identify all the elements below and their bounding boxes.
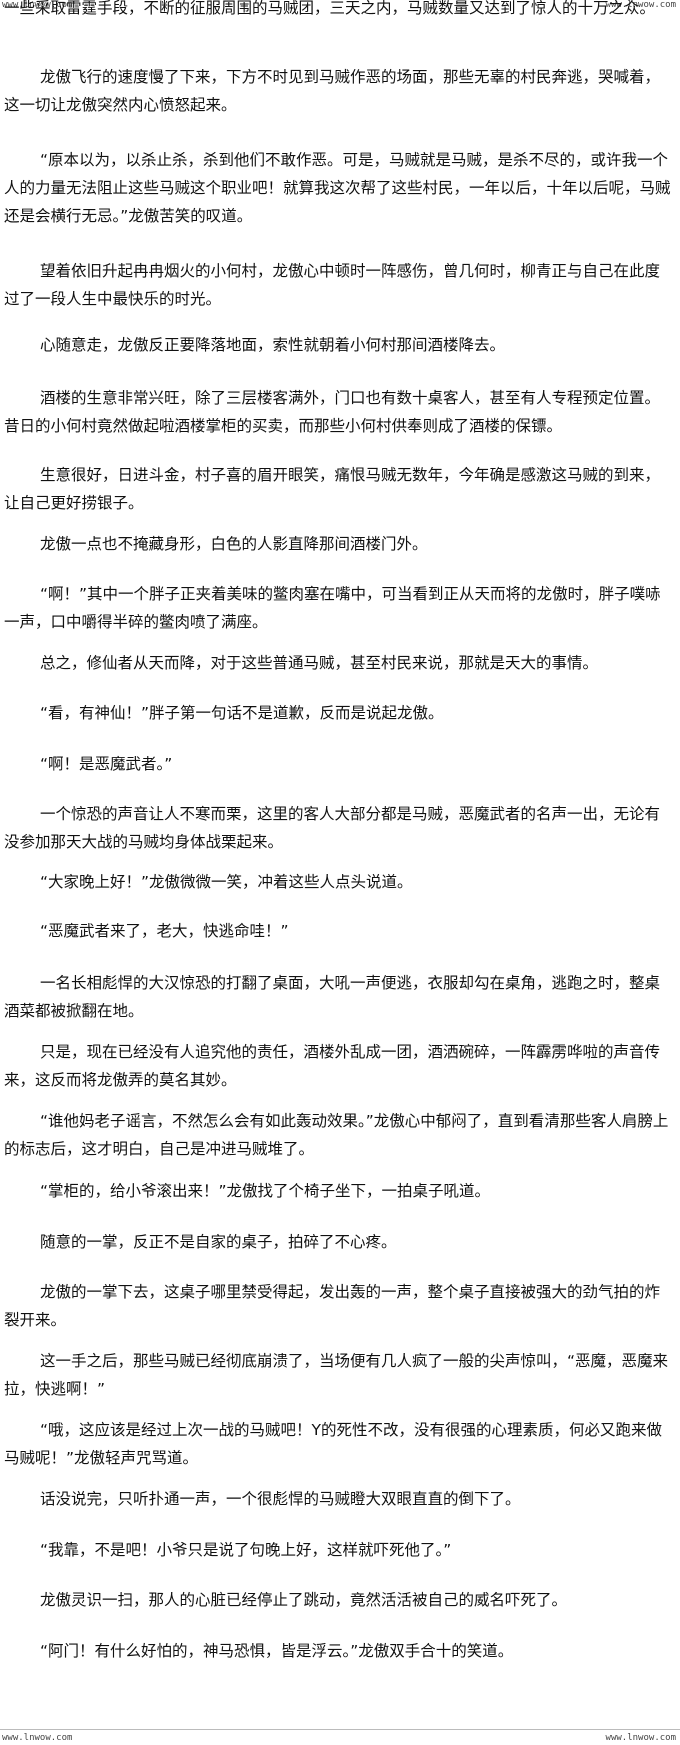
paragraph: 龙傲的一掌下去，这桌子哪里禁受得起，发出轰的一声，整个桌子直接被强大的劲气拍的炸… xyxy=(4,1283,661,1329)
paragraph: 总之，修仙者从天而降，对于这些普通马贼，甚至村民来说，那就是天大的事情。 xyxy=(40,654,599,672)
paragraph: 这一手之后，那些马贼已经彻底崩溃了，当场便有几人疯了一般的尖声惊叫，“恶魔，恶魔… xyxy=(4,1352,669,1398)
watermark-top-left: www.lnwow.com xyxy=(2,0,73,10)
paragraph: “阿门！有什么好怕的，神马恐惧，皆是浮云。”龙傲双手合十的笑道。 xyxy=(40,1642,514,1660)
watermark-bottom-right: www.lnwow.com xyxy=(605,1733,676,1743)
paragraph: “看，有神仙！”胖子第一句话不是道歉，反而是说起龙傲。 xyxy=(40,704,444,722)
paragraph: 一些采取雷霆手段，不断的征服周围的马贼团，三天之内，马贼数量又达到了惊人的十万之… xyxy=(4,0,656,17)
paragraph: “恶魔武者来了，老大，快逃命哇！” xyxy=(40,922,289,940)
paragraph: 生意很好，日进斗金，村子喜的眉开眼笑，痛恨马贼无数年，今年确是感激这马贼的到来，… xyxy=(4,466,661,512)
paragraph: 一名长相彪悍的大汉惊恐的打翻了桌面，大吼一声便逃，衣服却勾在桌角，逃跑之时，整桌… xyxy=(4,974,661,1020)
paragraph: “啊！是恶魔武者。” xyxy=(40,755,173,773)
paragraph: “谁他妈老子谣言，不然怎么会有如此轰动效果。”龙傲心中郁闷了，直到看清那些客人肩… xyxy=(4,1112,669,1158)
paragraph: 龙傲飞行的速度慢了下来，下方不时见到马贼作恶的场面，那些无辜的村民奔逃，哭喊着，… xyxy=(4,68,661,114)
paragraph: 话没说完，只听扑通一声，一个很彪悍的马贼瞪大双眼直直的倒下了。 xyxy=(40,1490,521,1508)
paragraph: 酒楼的生意非常兴旺，除了三层楼客满外，门口也有数十桌客人，甚至有人专程预定位置。… xyxy=(4,389,661,435)
watermark-bottom-left: www.lnwow.com xyxy=(2,1733,73,1743)
paragraph: “哦，这应该是经过上次一战的马贼吧！Y的死性不改，没有很强的心理素质，何必又跑来… xyxy=(4,1421,663,1467)
watermark-top-right: www.lnwow.com xyxy=(605,0,676,10)
paragraph: 一个惊恐的声音让人不寒而栗，这里的客人大部分都是马贼，恶魔武者的名声一出，无论有… xyxy=(4,805,661,851)
paragraph: 龙傲一点也不掩藏身形，白色的人影直降那间酒楼门外。 xyxy=(40,535,428,553)
paragraph: 心随意走，龙傲反正要降落地面，索性就朝着小何村那间酒楼降去。 xyxy=(40,336,506,354)
paragraph: 只是，现在已经没有人追究他的责任，酒楼外乱成一团，酒洒碗碎，一阵霹雳哗啦的声音传… xyxy=(4,1043,661,1089)
paragraph: 龙傲灵识一扫，那人的心脏已经停止了跳动，竟然活活被自己的威名吓死了。 xyxy=(40,1591,568,1609)
footer-divider xyxy=(0,1729,680,1730)
paragraph: 随意的一掌，反正不是自家的桌子，拍碎了不心疼。 xyxy=(40,1233,397,1251)
paragraph: “我靠，不是吧！小爷只是说了句晚上好，这样就吓死他了。” xyxy=(40,1541,452,1559)
paragraph: “原本以为，以杀止杀，杀到他们不敢作恶。可是，马贼就是马贼，是杀不尽的，或许我一… xyxy=(4,151,671,225)
paragraph: “掌柜的，给小爷滚出来！”龙傲找了个椅子坐下，一拍桌子吼道。 xyxy=(40,1182,491,1200)
paragraph: “啊！”其中一个胖子正夹着美味的鳖肉塞在嘴中，可当看到正从天而将的龙傲时，胖子噗… xyxy=(4,585,661,631)
paragraph: 望着依旧升起冉冉烟火的小何村，龙傲心中顿时一阵感伤，曾几何时，柳青正与自己在此度… xyxy=(4,262,661,308)
paragraph: “大家晚上好！”龙傲微微一笑，冲着这些人点头说道。 xyxy=(40,873,413,891)
